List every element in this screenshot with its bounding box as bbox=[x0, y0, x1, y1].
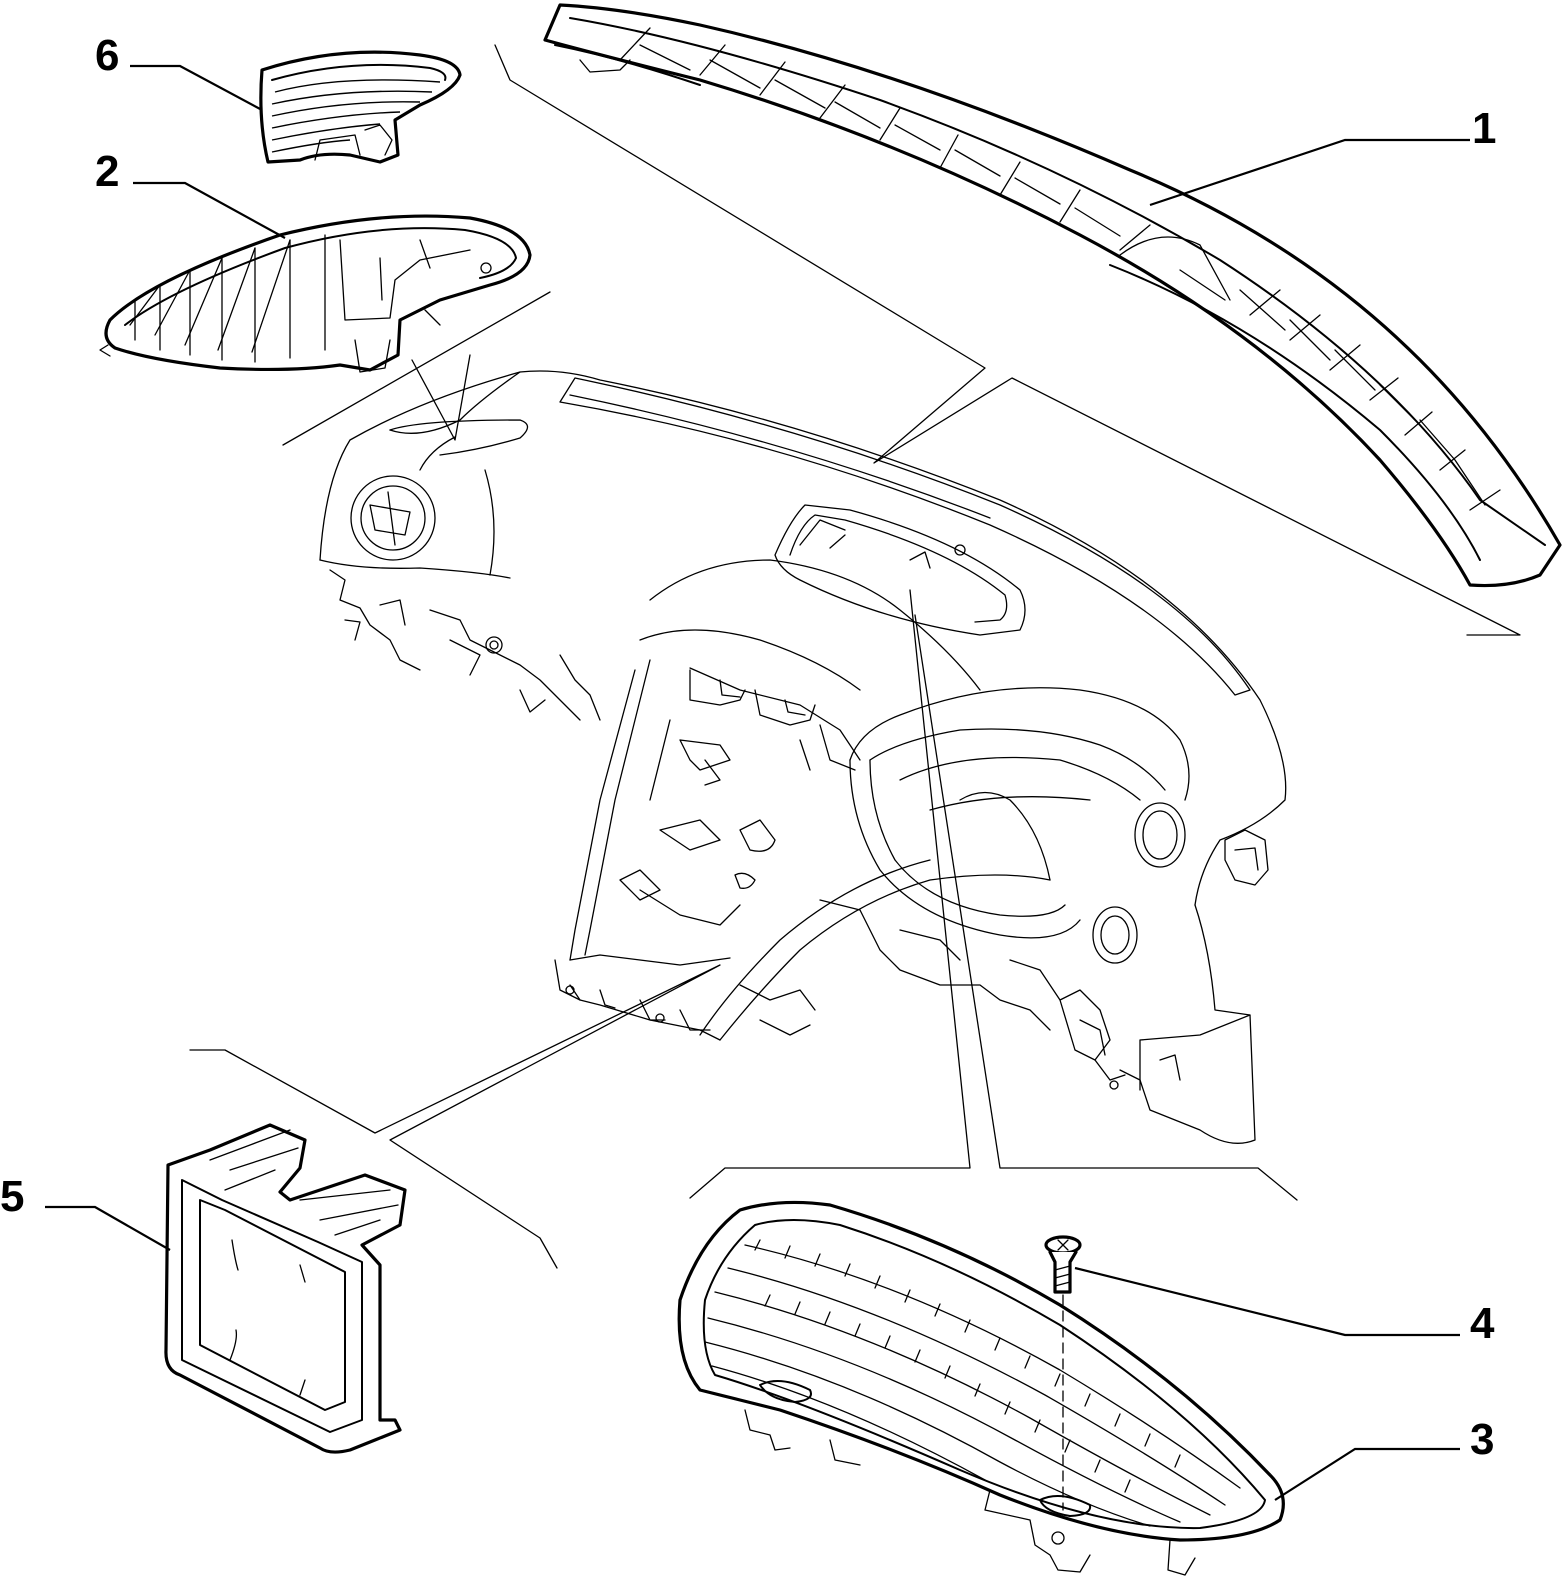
callout-6: 6 bbox=[95, 31, 120, 80]
callout-3: 3 bbox=[1470, 1415, 1495, 1464]
part-5-bezel-frame bbox=[164, 1123, 407, 1454]
part-6-side-vent bbox=[259, 50, 462, 164]
callout-5: 5 bbox=[0, 1172, 25, 1221]
callout-2: 2 bbox=[95, 147, 120, 196]
dashboard-assembly bbox=[319, 370, 1287, 1144]
callout-1: 1 bbox=[1472, 104, 1497, 153]
leader-lines bbox=[45, 44, 1521, 1501]
part-4-screw bbox=[1044, 1235, 1082, 1511]
part-3-center-vent-grille bbox=[677, 1200, 1285, 1576]
part-1-defroster-vent bbox=[543, 3, 1562, 588]
callout-4: 4 bbox=[1470, 1299, 1495, 1348]
part-2-side-vent bbox=[99, 214, 532, 373]
